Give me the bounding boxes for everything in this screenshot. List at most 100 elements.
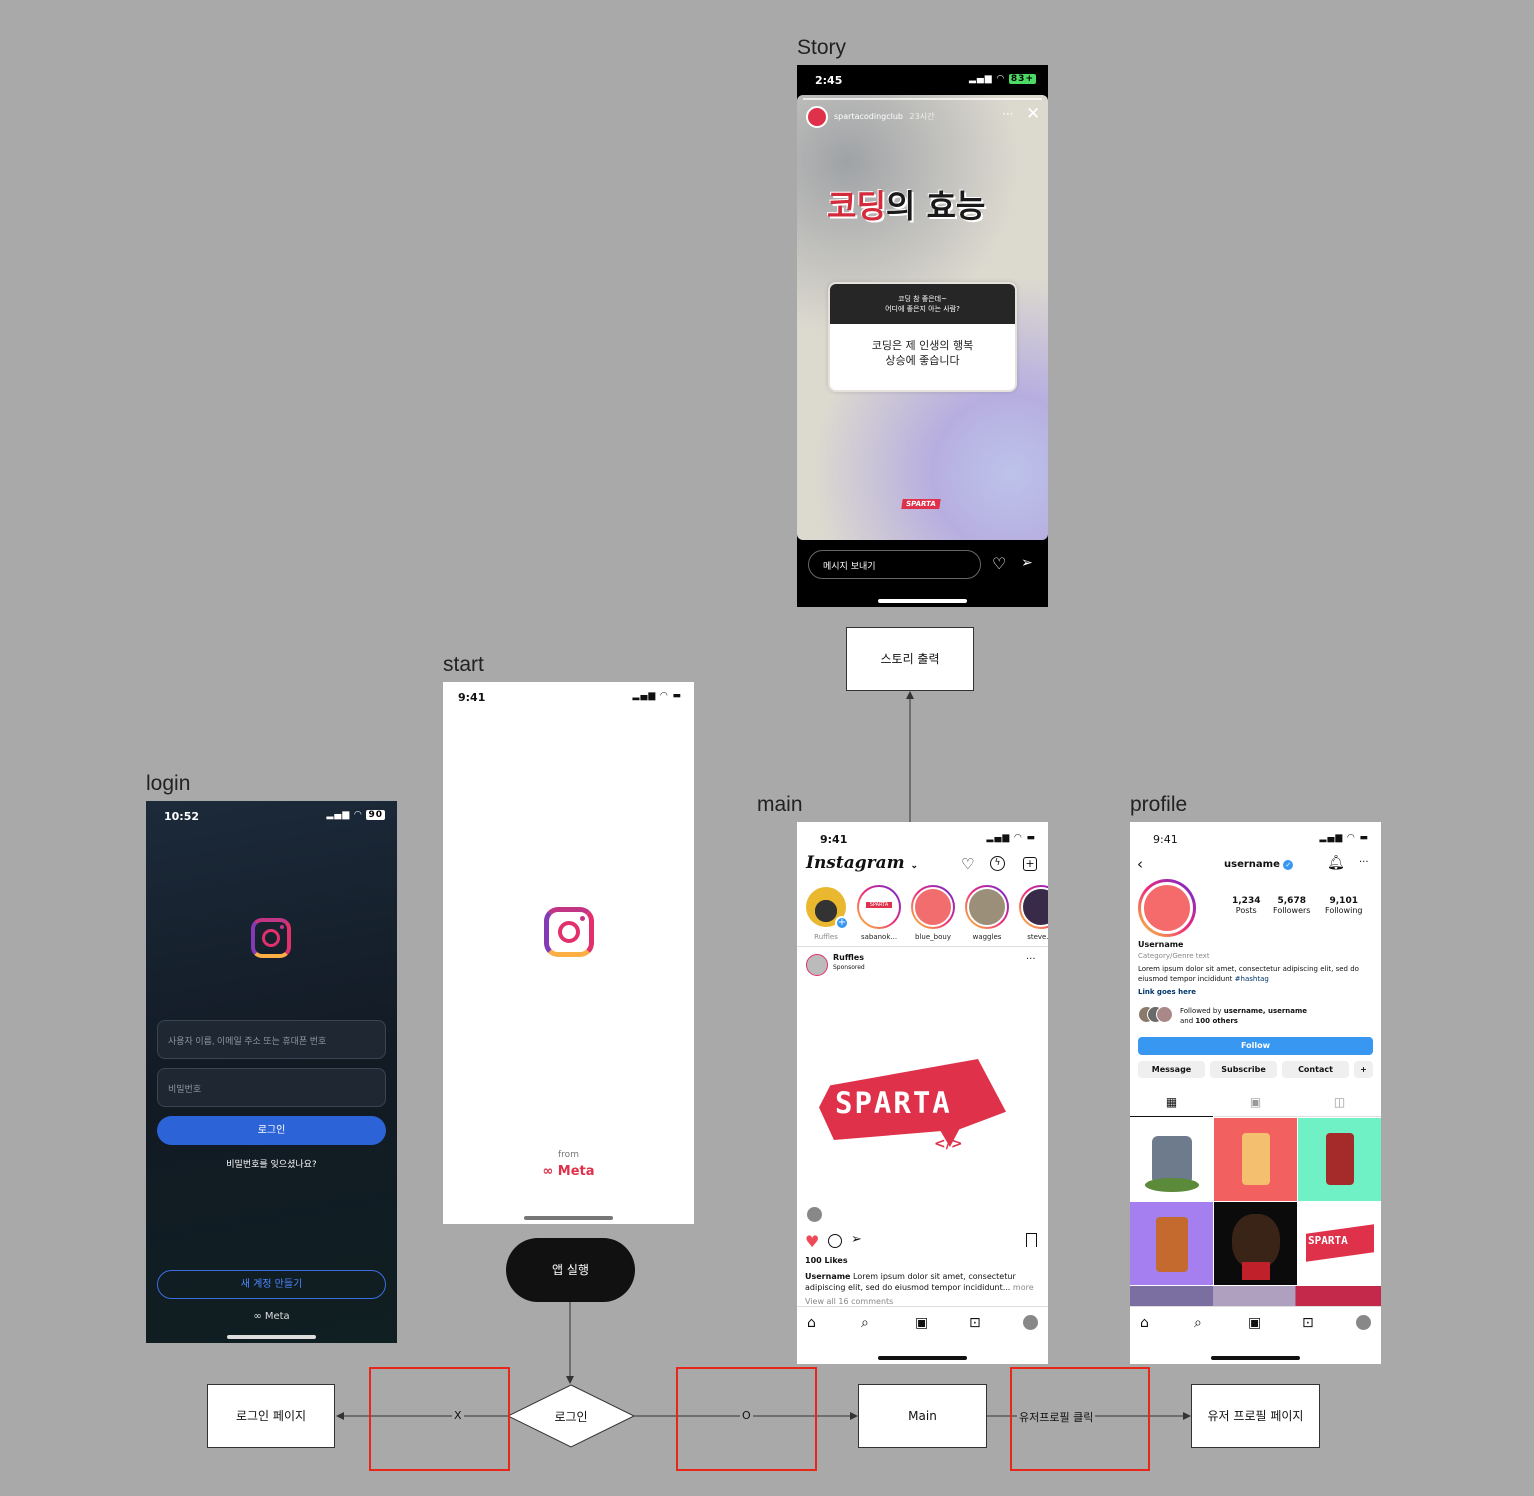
bio-hashtag[interactable]: #hashtag: [1234, 975, 1269, 983]
message-button[interactable]: Message: [1138, 1061, 1205, 1078]
grid-post[interactable]: [1298, 1118, 1381, 1201]
story-content: spartacodingclub 23시간 ··· ✕ 코딩의 효능 코딩 참 …: [797, 95, 1048, 540]
search-icon[interactable]: ⌕: [1194, 1315, 1202, 1331]
like-icon[interactable]: ♥: [805, 1232, 820, 1251]
profile-avatar[interactable]: [1138, 879, 1196, 937]
add-story-icon[interactable]: +: [835, 916, 849, 930]
status-time: 9:41: [458, 691, 486, 704]
grid-row-partial[interactable]: [1130, 1286, 1381, 1306]
battery-icon: 83+: [1008, 74, 1036, 84]
story-headline: 코딩의 효능: [827, 181, 985, 227]
post-username[interactable]: Ruffles: [833, 953, 864, 962]
followed-by-prefix: Followed by: [1180, 1007, 1222, 1015]
caption-text: Lorem ipsum dolor sit amet, consectetur …: [805, 1272, 1016, 1292]
instagram-wordmark[interactable]: Instagram ⌄: [806, 853, 918, 873]
followed-by[interactable]: Followed by username, username and 100 o…: [1180, 1006, 1307, 1026]
reels-icon[interactable]: ▣: [915, 1315, 929, 1331]
chevron-down-icon[interactable]: ⌄: [910, 861, 919, 871]
tab-reels-icon[interactable]: ▣: [1214, 1087, 1297, 1117]
follow-button[interactable]: Follow: [1138, 1037, 1373, 1055]
home-icon[interactable]: ⌂: [807, 1315, 816, 1331]
following-label: Following: [1325, 906, 1363, 915]
new-post-icon[interactable]: +: [1023, 857, 1037, 871]
story-avatar[interactable]: [911, 885, 955, 929]
close-icon[interactable]: ✕: [1026, 104, 1041, 124]
reels-icon[interactable]: ▣: [1248, 1315, 1262, 1331]
bell-icon[interactable]: 🔔︎: [1327, 855, 1345, 871]
bookmark-icon[interactable]: [1026, 1233, 1037, 1247]
post-avatar[interactable]: [806, 954, 828, 976]
header-username: username: [1224, 859, 1280, 870]
story-avatar-own[interactable]: +: [806, 887, 849, 930]
login-screen: 10:52 ▂▄▆ ◠ 90 사용자 이름, 이메일 주소 또는 휴대폰 번호 …: [146, 801, 397, 1343]
home-indicator: [524, 1216, 613, 1220]
profile-avatar-icon[interactable]: [1023, 1315, 1038, 1330]
caption-username[interactable]: Username: [805, 1272, 851, 1281]
story-label: waggles: [972, 933, 1002, 941]
share-icon[interactable]: ➢: [851, 1232, 862, 1247]
messenger-icon[interactable]: ϟ: [990, 856, 1005, 871]
more-link[interactable]: more: [1012, 1283, 1034, 1292]
highlight-profile-click: [1010, 1367, 1150, 1471]
grid-post[interactable]: [1214, 1202, 1297, 1285]
status-icons: ▂▄▆ ◠ ▬: [632, 691, 682, 701]
more-icon[interactable]: ···: [1002, 107, 1014, 121]
back-icon[interactable]: ‹: [1137, 855, 1143, 873]
search-icon[interactable]: ⌕: [861, 1315, 869, 1331]
profile-header: username ✓: [1224, 859, 1294, 870]
view-comments-link[interactable]: View all 16 comments: [805, 1297, 894, 1306]
more-icon[interactable]: ···: [1026, 954, 1036, 965]
contact-button[interactable]: Contact: [1282, 1061, 1349, 1078]
send-icon[interactable]: ➢: [1021, 555, 1033, 571]
heart-icon[interactable]: ♡: [961, 855, 975, 873]
follower-avatars: [1138, 1006, 1173, 1023]
grid-post[interactable]: SPARTA: [1298, 1202, 1381, 1285]
shop-icon[interactable]: ⊡: [1302, 1315, 1314, 1331]
grid-post[interactable]: [1130, 1118, 1213, 1201]
story-avatar[interactable]: [965, 885, 1009, 929]
home-indicator: [878, 599, 967, 603]
followers-count: 5,678: [1277, 896, 1306, 906]
profile-category: Category/Genre text: [1138, 952, 1210, 960]
shop-icon[interactable]: ⊡: [969, 1315, 981, 1331]
story-avatar[interactable]: SPARTA: [857, 885, 901, 929]
add-person-icon[interactable]: +: [1354, 1061, 1373, 1078]
divider: [797, 946, 1048, 947]
message-input[interactable]: 메시지 보내기: [808, 550, 981, 579]
subscribe-button[interactable]: Subscribe: [1210, 1061, 1277, 1078]
status-bar: 2:45 ▂▄▆ ◠ 83+: [797, 65, 1048, 93]
comment-icon[interactable]: [828, 1234, 842, 1248]
story-progress-bar: [803, 98, 1042, 100]
forgot-password-link[interactable]: 비밀번호를 잊으셨나요?: [226, 1160, 317, 1170]
heart-icon[interactable]: ♡: [992, 554, 1007, 573]
story-avatar[interactable]: [806, 106, 828, 128]
grid-post[interactable]: [1214, 1118, 1297, 1201]
story-screen: 2:45 ▂▄▆ ◠ 83+ spartacodingclub 23시간 ···…: [797, 65, 1048, 607]
home-icon[interactable]: ⌂: [1140, 1315, 1149, 1331]
posts-label: Posts: [1235, 906, 1257, 915]
user-tag-icon[interactable]: [807, 1207, 822, 1222]
login-button[interactable]: 로그인: [157, 1116, 386, 1145]
tab-tagged-icon[interactable]: ◫: [1298, 1087, 1381, 1117]
more-icon[interactable]: ···: [1359, 857, 1369, 868]
profile-link[interactable]: Link goes here: [1138, 988, 1197, 996]
battery-icon: 90: [366, 810, 385, 820]
tab-grid-icon[interactable]: ▦: [1130, 1087, 1213, 1117]
highlight-yes-branch: [676, 1367, 817, 1471]
story-account-name[interactable]: spartacodingclub: [834, 112, 903, 121]
sparta-story-logo: SPARTA: [866, 902, 892, 908]
password-input[interactable]: 비밀번호: [157, 1068, 386, 1107]
profile-avatar-icon[interactable]: [1356, 1315, 1371, 1330]
grid-post[interactable]: [1130, 1202, 1213, 1285]
question-sticker[interactable]: 코딩 참 좋은데~ 어디에 좋은지 아는 사람? 코딩은 제 인생의 행복 상승…: [828, 282, 1017, 392]
verified-icon: ✓: [1283, 860, 1294, 870]
create-account-button[interactable]: 새 계정 만들기: [157, 1270, 386, 1299]
username-input[interactable]: 사용자 이름, 이메일 주소 또는 휴대폰 번호: [157, 1020, 386, 1059]
frame-title-login: login: [146, 772, 191, 795]
story-avatar[interactable]: [1019, 885, 1048, 929]
story-account-row: spartacodingclub 23시간: [834, 111, 934, 122]
headline-part-b: 의 효능: [885, 187, 986, 225]
